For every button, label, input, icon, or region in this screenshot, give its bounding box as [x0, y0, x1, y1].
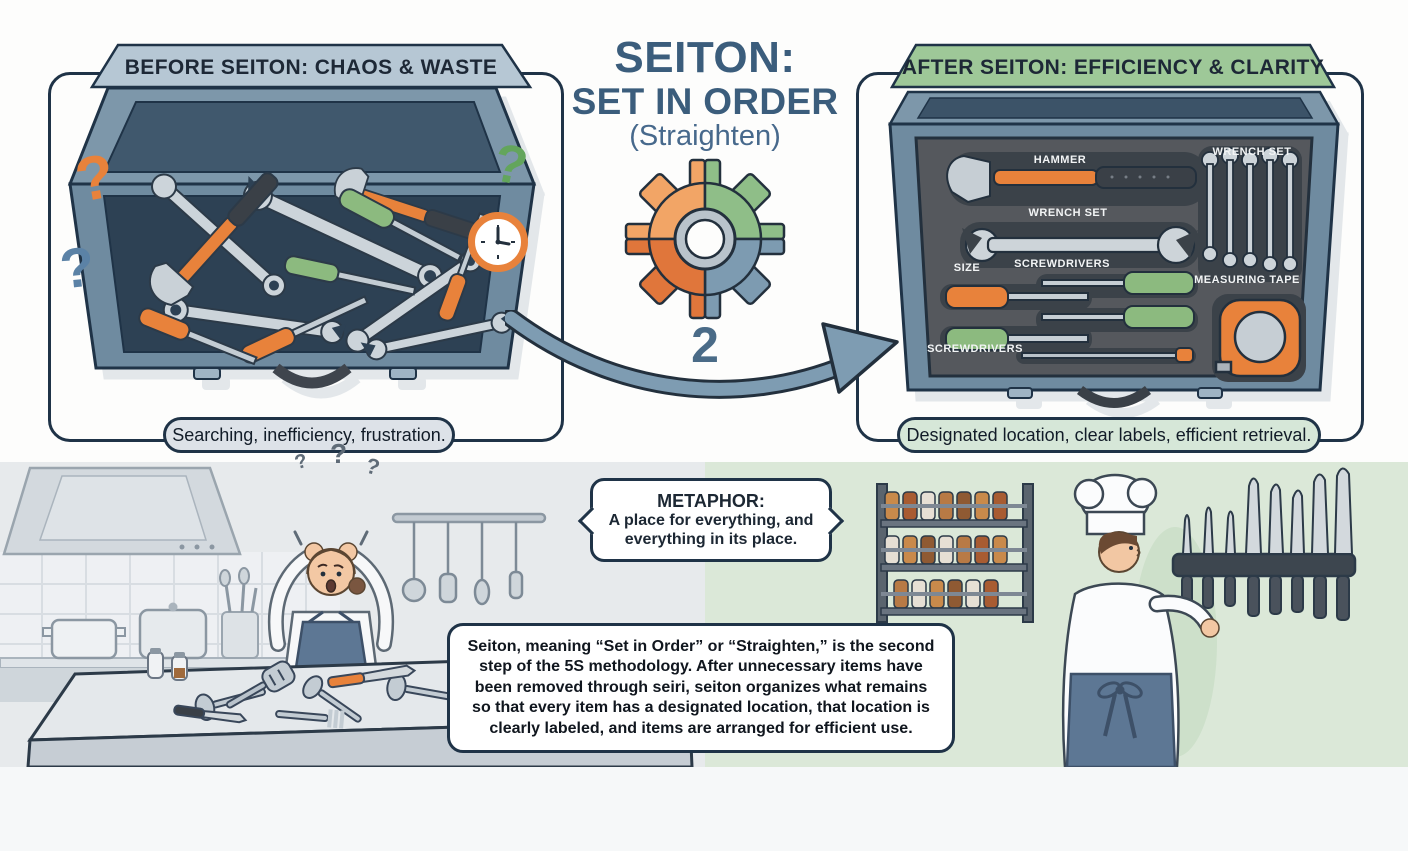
label-screwdrivers-mid: SCREWDRIVERS [1014, 258, 1110, 270]
screwdriver-tools [945, 271, 1195, 363]
after-header-text: AFTER SEITON: EFFICIENCY & CLARITY [902, 56, 1324, 79]
curved-arrow-icon [505, 310, 899, 399]
title-line-1: SEITON: [614, 33, 796, 82]
metaphor-bubble: METAPHOR: A place for everything, and ev… [577, 478, 845, 562]
after-header: AFTER SEITON: EFFICIENCY & CLARITY [890, 43, 1336, 89]
description-box: Seiton, meaning “Set in Order” or “Strai… [447, 623, 955, 754]
organized-toolbox [887, 90, 1341, 408]
label-wrench-set-mid: WRENCH SET [1028, 207, 1108, 219]
messy-toolbox [67, 86, 537, 389]
wrench-set-tool [1201, 147, 1299, 272]
kitchen-order-scene [876, 467, 1357, 767]
metaphor-line-1: A place for everything, and [608, 511, 814, 529]
range-hood [2, 466, 242, 556]
label-screwdrivers-bottom: SCREWDRIVERS [927, 343, 1023, 355]
label-wrench-set-top: WRENCH SET [1212, 146, 1292, 158]
cooking-pots [42, 567, 259, 660]
page-title: SEITON: SET IN ORDER (Straighten) [540, 34, 870, 153]
clock-icon [468, 212, 528, 272]
label-hammer: HAMMER [1033, 154, 1087, 166]
after-caption-text: Designated location, clear labels, effic… [906, 424, 1312, 445]
big-wrench-tool [962, 225, 1198, 265]
gear-icon [624, 158, 786, 320]
spice-rack [876, 483, 1034, 623]
chef [1061, 473, 1220, 767]
before-header: BEFORE SEITON: CHAOS & WASTE [89, 43, 533, 89]
salt-pepper-shakers [147, 648, 188, 681]
before-header-text: BEFORE SEITON: CHAOS & WASTE [125, 56, 498, 79]
measuring-tape-tool [1214, 298, 1302, 378]
description-text: Seiton, meaning “Set in Order” or “Strai… [467, 638, 935, 737]
pile-of-tools [138, 167, 514, 366]
question-mark-small-2: ? [330, 438, 348, 469]
footer: Kaizumi [0, 767, 1408, 851]
label-size: SIZE [953, 262, 981, 274]
hammer-tool [946, 154, 1197, 204]
question-mark-blue: ? [56, 234, 98, 301]
after-caption: Designated location, clear labels, effic… [897, 417, 1321, 453]
before-caption: Searching, inefficiency, frustration. [163, 417, 455, 453]
label-measuring-tape: MEASURING TAPE [1194, 274, 1300, 286]
metaphor-heading: METAPHOR: [657, 490, 765, 511]
title-line-3: (Straighten) [629, 120, 781, 153]
frustrated-cook [268, 530, 394, 676]
before-caption-text: Searching, inefficiency, frustration. [172, 424, 446, 445]
hanging-utensil-rail [391, 512, 547, 606]
metaphor-line-2: everything in its place. [624, 530, 798, 548]
step-number: 2 [691, 317, 719, 373]
title-line-2: SET IN ORDER [571, 80, 839, 122]
